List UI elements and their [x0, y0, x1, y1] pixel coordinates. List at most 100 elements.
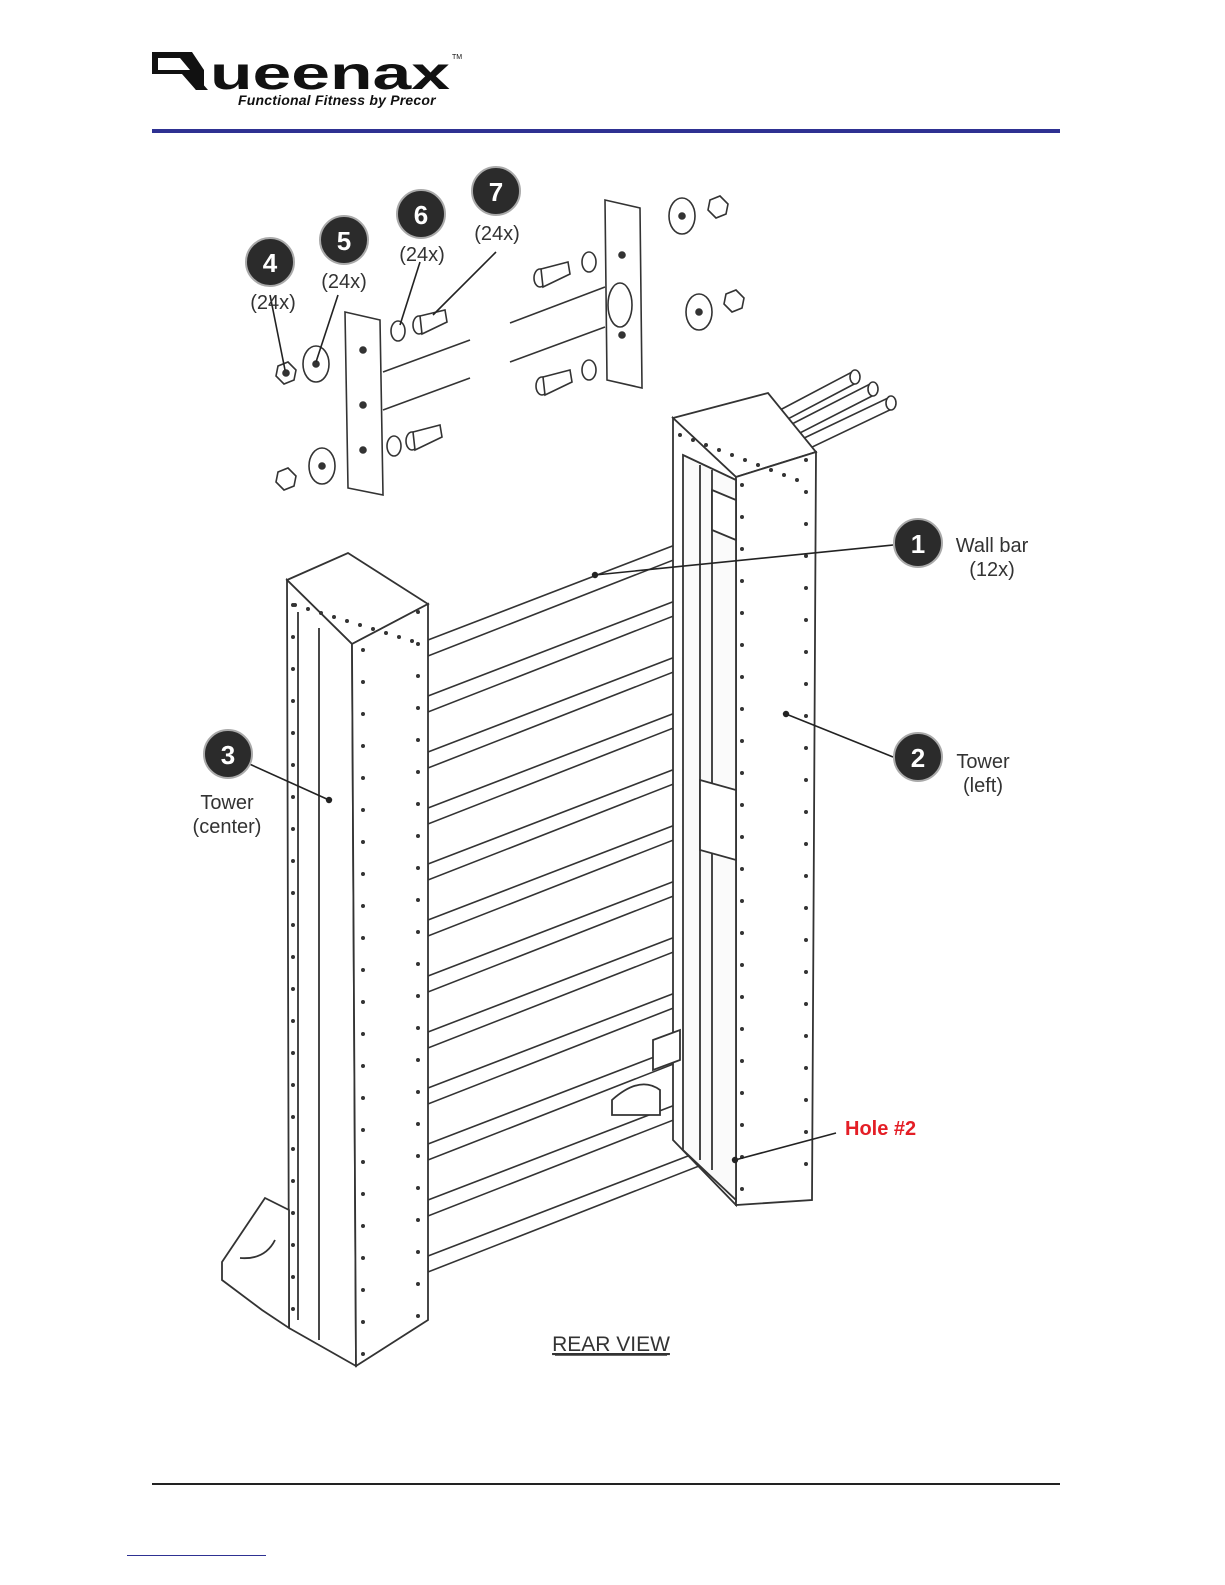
- rivet-dot: [740, 515, 744, 519]
- callout-label: (24x): [399, 244, 445, 266]
- callout-4: 4 (24x): [246, 238, 296, 314]
- rivet-dot: [740, 867, 744, 871]
- rivet-dot: [291, 635, 295, 639]
- rivet-dot: [740, 835, 744, 839]
- rivet-dot: [361, 1256, 365, 1260]
- rivet-dot: [416, 962, 420, 966]
- rivet-dot: [361, 1096, 365, 1100]
- rivet-dot: [740, 963, 744, 967]
- rivet-dot: [416, 610, 420, 614]
- rivet-dot: [804, 650, 808, 654]
- rivet-dot: [740, 547, 744, 551]
- rivet-dot: [740, 995, 744, 999]
- rivet-dot: [361, 1000, 365, 1004]
- callout-7: 7 (24x): [472, 167, 520, 245]
- rivet-dot: [416, 1090, 420, 1094]
- rivet-dot: [371, 627, 375, 631]
- rivet-dot: [740, 803, 744, 807]
- rivet-dot: [361, 1064, 365, 1068]
- rivet-dot: [740, 611, 744, 615]
- rivet-dot: [361, 872, 365, 876]
- rivet-dot: [361, 904, 365, 908]
- rivet-dot: [740, 483, 744, 487]
- callout-label: (center): [193, 816, 262, 838]
- rivet-dot: [291, 1307, 295, 1311]
- footer-rule: [152, 1483, 1060, 1485]
- rivet-dot: [291, 955, 295, 959]
- rivet-dot: [291, 795, 295, 799]
- rivet-dot: [416, 866, 420, 870]
- rivet-dot: [361, 1160, 365, 1164]
- rivet-dot: [804, 1034, 808, 1038]
- rivet-dot: [416, 1026, 420, 1030]
- rivet-dot: [804, 1130, 808, 1134]
- rivet-dot: [804, 938, 808, 942]
- rivet-dot: [740, 1187, 744, 1191]
- rivet-dot: [416, 674, 420, 678]
- rivet-dot: [740, 1027, 744, 1031]
- rivet-dot: [361, 840, 365, 844]
- rivet-dot: [361, 1352, 365, 1356]
- rivet-dot: [416, 1122, 420, 1126]
- callout-number: 1: [911, 529, 925, 559]
- rivet-dot: [291, 699, 295, 703]
- footer-link-underline: [127, 1555, 266, 1556]
- rivet-dot: [795, 478, 799, 482]
- rivet-dot: [804, 778, 808, 782]
- rivet-dot: [361, 712, 365, 716]
- rivet-dot: [358, 623, 362, 627]
- rivet-dot: [804, 746, 808, 750]
- rivet-dot: [416, 1186, 420, 1190]
- rivet-dot: [743, 458, 747, 462]
- rivet-dot: [319, 611, 323, 615]
- rivet-dot: [804, 1066, 808, 1070]
- rivet-dot: [804, 490, 808, 494]
- rivet-dot: [291, 1243, 295, 1247]
- rivet-dot: [804, 810, 808, 814]
- rivet-dot: [678, 433, 682, 437]
- callout-label: Tower: [200, 792, 254, 814]
- rivet-dot: [416, 1218, 420, 1222]
- tower-center: [222, 553, 680, 1366]
- tower-left: [673, 393, 816, 1205]
- rivet-dot: [740, 675, 744, 679]
- rivet-dot: [717, 448, 721, 452]
- rivet-dot: [361, 968, 365, 972]
- rivet-dot: [361, 1032, 365, 1036]
- rivet-dot: [691, 438, 695, 442]
- rivet-dot: [416, 642, 420, 646]
- rivet-dot: [291, 667, 295, 671]
- rivet-dot: [332, 615, 336, 619]
- callout-number: 2: [911, 743, 925, 773]
- callout-label: (12x): [969, 559, 1015, 581]
- callout-label: Tower: [956, 751, 1010, 773]
- rivet-dot: [804, 458, 808, 462]
- callout-number: 5: [337, 226, 351, 256]
- callout-5: 5 (24x): [320, 216, 368, 293]
- rivet-dot: [740, 739, 744, 743]
- lock-washer-part: [391, 321, 405, 341]
- callout-number: 7: [489, 177, 503, 207]
- rivet-dot: [291, 731, 295, 735]
- rivet-dot: [416, 738, 420, 742]
- rivet-dot: [361, 808, 365, 812]
- rivet-dot: [740, 1091, 744, 1095]
- rivet-dot: [416, 1282, 420, 1286]
- rivet-dot: [740, 1123, 744, 1127]
- rivet-dot: [410, 639, 414, 643]
- rivet-dot: [361, 1288, 365, 1292]
- callout-number: 3: [221, 740, 235, 770]
- rivet-dot: [291, 1051, 295, 1055]
- rivet-dot: [804, 682, 808, 686]
- rivet-dot: [804, 1002, 808, 1006]
- rivet-dot: [291, 763, 295, 767]
- rivet-dot: [384, 631, 388, 635]
- rivet-dot: [804, 842, 808, 846]
- rivet-dot: [740, 771, 744, 775]
- callout-1: 1 Wall bar (12x): [894, 519, 1029, 581]
- rivet-dot: [291, 891, 295, 895]
- rivet-dot: [291, 1211, 295, 1215]
- rivet-dot: [361, 1320, 365, 1324]
- rivet-dot: [740, 579, 744, 583]
